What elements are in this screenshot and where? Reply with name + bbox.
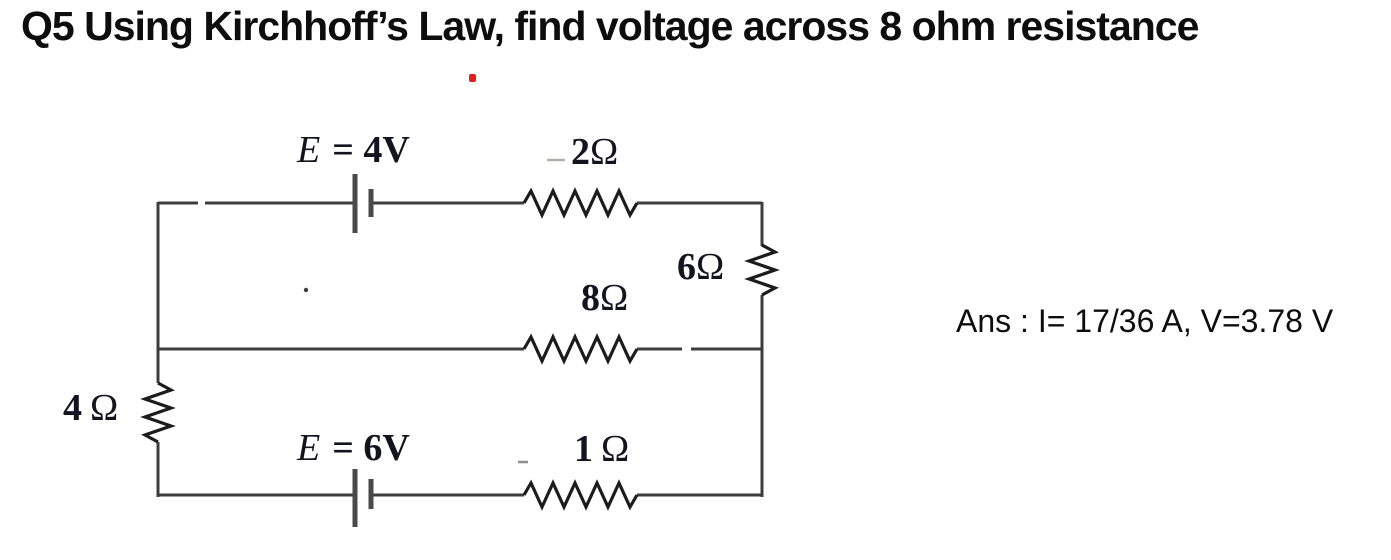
resistor-middle-value: 8: [581, 277, 600, 319]
red-dot-mark: [469, 74, 476, 82]
resistor-4ohm-icon: [140, 381, 176, 444]
answer-text: Ans : I= 17/36 A, V=3.78 V: [956, 303, 1334, 339]
emf-symbol-top: E: [297, 129, 321, 171]
resistor-1ohm-icon: [522, 479, 639, 511]
resistor-top-value: 2: [571, 131, 590, 173]
resistor-top-label: 2Ω: [571, 133, 618, 171]
resistor-left-unit: Ω: [90, 387, 119, 429]
resistor-6ohm-icon: [744, 243, 780, 297]
emf-value-bottom: = 6V: [332, 427, 410, 469]
resistor-middle-label: 8Ω: [581, 279, 628, 317]
source-top-label: E = 4V: [297, 131, 410, 169]
resistor-middle-unit: Ω: [600, 277, 629, 319]
resistor-left-value: 4: [63, 387, 82, 429]
resistor-right-unit: Ω: [696, 246, 725, 288]
resistor-bottom-unit: Ω: [601, 428, 630, 470]
resistor-8ohm-icon: [522, 333, 639, 365]
resistor-right-label: 6Ω: [677, 248, 724, 286]
question-title: Q5 Using Kirchhoff’s Law, find voltage a…: [21, 3, 1199, 49]
resistor-2ohm-icon: [522, 187, 639, 219]
resistor-bottom-value: 1: [574, 428, 593, 470]
resistor-right-value: 6: [677, 246, 696, 288]
source-bottom-label: E = 6V: [297, 429, 410, 467]
resistor-top-unit: Ω: [590, 131, 619, 173]
emf-symbol-bottom: E: [297, 427, 321, 469]
emf-value-top: = 4V: [332, 129, 410, 171]
stray-dot-mark: [303, 287, 309, 293]
